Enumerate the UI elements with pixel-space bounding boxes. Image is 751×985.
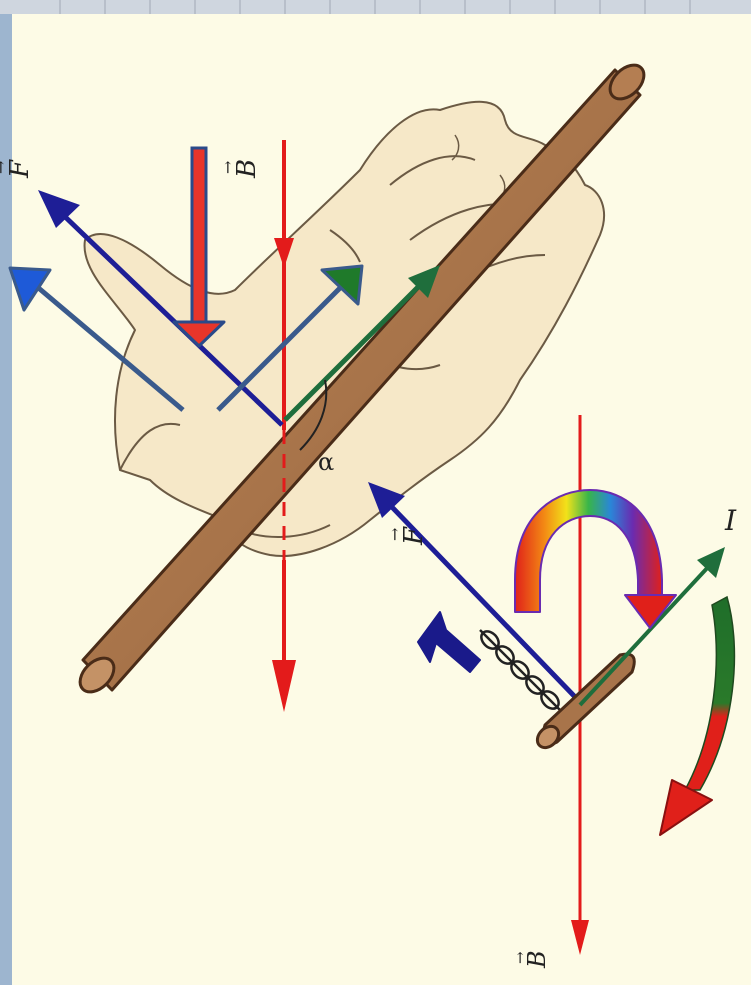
left-hand-icon (83, 100, 605, 557)
force-arrow-mid (368, 482, 580, 702)
current-arrow-bottom (578, 547, 725, 707)
svg-text:F: F (5, 159, 35, 179)
svg-text:→: → (0, 161, 10, 174)
field-arrow-top (272, 140, 296, 712)
label-field-top: B → (218, 159, 262, 179)
force-indicator-small-arrow (417, 611, 481, 673)
overlay-force-arrow (8, 266, 185, 412)
current-arrow-rod (283, 265, 440, 422)
label-angle: α (318, 448, 334, 476)
coil-spring-icon (479, 629, 561, 711)
rainbow-arc-arrow-icon (514, 489, 677, 629)
ruler-ticks (59, 0, 691, 14)
overlay-field-arrow (172, 146, 226, 348)
svg-text:B: B (232, 159, 262, 179)
label-current: I (724, 504, 737, 537)
label-force-top: F → (0, 159, 35, 179)
angle-arc (299, 379, 328, 451)
svg-text:B: B (523, 950, 551, 969)
svg-text:→: → (511, 951, 529, 964)
force-arrow-top (38, 190, 284, 427)
svg-text:→: → (385, 528, 404, 541)
rotation-arrow-icon (659, 595, 736, 836)
conductor-rod (78, 63, 646, 694)
svg-text:F: F (399, 526, 429, 546)
label-field-bottom: B → (511, 950, 551, 969)
left-frame-bar (0, 0, 12, 985)
overlay-current-arrow (216, 264, 364, 412)
svg-text:→: → (218, 161, 237, 174)
label-force-mid: F → (385, 526, 429, 546)
